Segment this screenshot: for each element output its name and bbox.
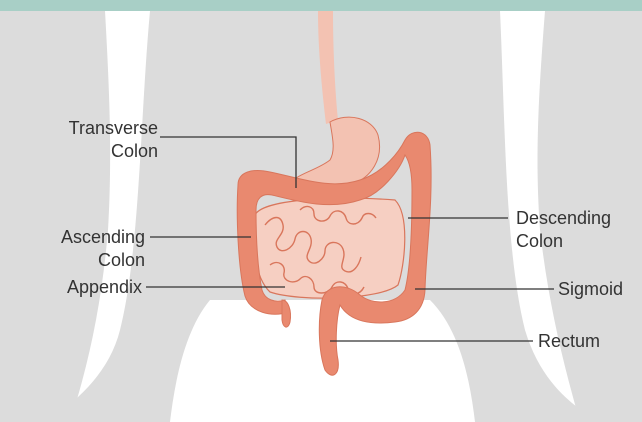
- appendix: [282, 300, 291, 327]
- left-arm-shape: [0, 11, 110, 422]
- label-descending-line2: Colon: [516, 230, 611, 253]
- label-ascending-line2: Colon: [10, 249, 145, 272]
- label-descending-line1: Descending: [516, 207, 611, 230]
- label-transverse-line1: Transverse: [20, 117, 158, 140]
- label-ascending-colon: Ascending Colon: [10, 226, 145, 272]
- label-appendix-text: Appendix: [20, 276, 142, 299]
- label-rectum-text: Rectum: [538, 330, 600, 353]
- label-sigmoid: Sigmoid: [558, 278, 623, 301]
- label-appendix: Appendix: [20, 276, 142, 299]
- label-ascending-line1: Ascending: [10, 226, 145, 249]
- label-descending-colon: Descending Colon: [516, 207, 611, 253]
- label-transverse-line2: Colon: [20, 140, 158, 163]
- label-rectum: Rectum: [538, 330, 600, 353]
- label-transverse-colon: Transverse Colon: [20, 117, 158, 163]
- small-intestine: [253, 198, 405, 298]
- label-sigmoid-text: Sigmoid: [558, 278, 623, 301]
